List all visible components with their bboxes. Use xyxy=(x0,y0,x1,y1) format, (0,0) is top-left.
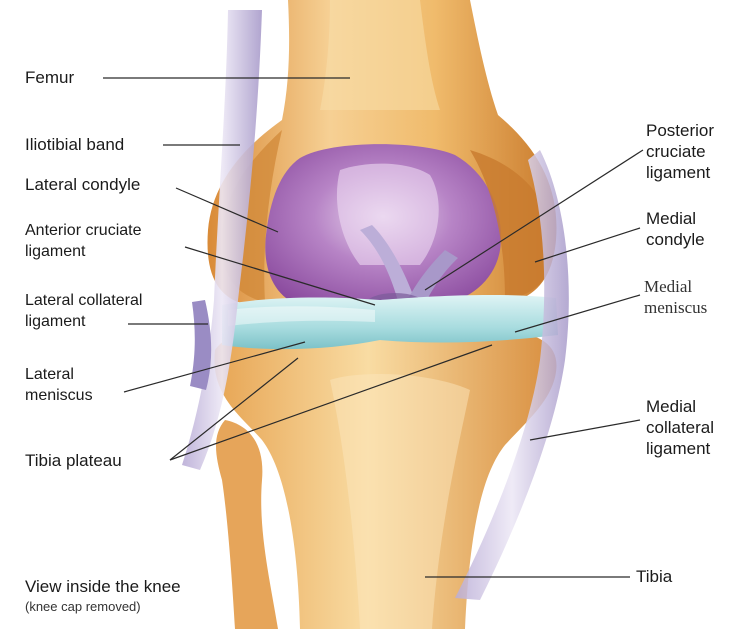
label-femur: Femur xyxy=(25,67,74,88)
label-line: Medial xyxy=(646,208,705,229)
label-line: Posterior xyxy=(646,120,714,141)
label-line: ligament xyxy=(646,438,714,459)
label-medial-condyle: Medial condyle xyxy=(646,208,705,250)
label-line: cruciate xyxy=(646,141,714,162)
label-lateral-condyle: Lateral condyle xyxy=(25,174,140,195)
label-posterior-cruciate-ligament: Posterior cruciate ligament xyxy=(646,120,714,183)
label-iliotibial-band: Iliotibial band xyxy=(25,134,124,155)
label-line: meniscus xyxy=(25,385,93,406)
label-medial-meniscus: Medial meniscus xyxy=(644,276,707,318)
label-line: Lateral xyxy=(25,364,93,385)
label-line: collateral xyxy=(646,417,714,438)
label-line: ligament xyxy=(25,311,142,332)
fibula-bone xyxy=(216,420,278,629)
label-line: ligament xyxy=(646,162,714,183)
label-lateral-collateral-ligament: Lateral collateral ligament xyxy=(25,290,142,332)
label-medial-collateral-ligament: Medial collateral ligament xyxy=(646,396,714,459)
label-line: Medial xyxy=(644,276,707,297)
label-line: Lateral collateral xyxy=(25,290,142,311)
label-tibia-plateau: Tibia plateau xyxy=(25,450,122,471)
label-line: condyle xyxy=(646,229,705,250)
caption-note: (knee cap removed) xyxy=(25,598,141,615)
label-anterior-cruciate-ligament: Anterior cruciate ligament xyxy=(25,220,142,262)
femoral-cartilage xyxy=(265,144,501,305)
label-tibia: Tibia xyxy=(636,566,672,587)
label-lateral-meniscus: Lateral meniscus xyxy=(25,364,93,406)
label-line: meniscus xyxy=(644,297,707,318)
label-line: Anterior cruciate xyxy=(25,220,142,241)
caption-title: View inside the knee xyxy=(25,576,181,597)
label-line: ligament xyxy=(25,241,142,262)
label-line: Medial xyxy=(646,396,714,417)
